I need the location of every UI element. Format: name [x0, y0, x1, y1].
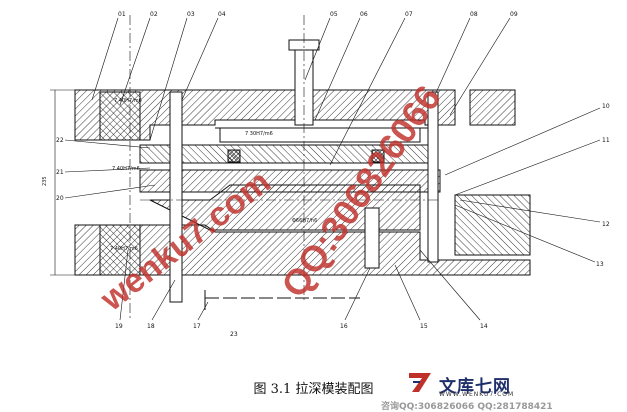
part-number: 08: [470, 11, 478, 18]
part-number: 19: [115, 323, 123, 330]
part-number: 13: [596, 261, 604, 268]
part-number: 23: [230, 331, 238, 338]
left-guide-bush: [99, 91, 141, 141]
upper-right-block: [469, 89, 516, 126]
left-post-shaft: [169, 91, 183, 303]
part-number: 20: [56, 195, 64, 202]
bottom-screw: [364, 207, 380, 269]
brand-contact: 咨询QQ:306826066 QQ:281788421: [381, 402, 553, 412]
part-number: 15: [420, 323, 428, 330]
part-number: 07: [405, 11, 413, 18]
spring-left: [227, 149, 241, 163]
part-number: 05: [330, 11, 338, 18]
dimension-text: 7 40H7/m6: [110, 246, 138, 252]
part-number: 17: [193, 323, 201, 330]
dimension-text: 7 40H7/m6: [112, 166, 140, 172]
part-number: 04: [218, 11, 226, 18]
dimension-text: Φ66H7/h6: [292, 218, 317, 224]
left-guide-post: [99, 224, 141, 276]
lower-die-base: [74, 224, 531, 276]
part-number: 01: [118, 11, 126, 18]
brand-name: 文库七网: [439, 377, 511, 397]
part-number-labels: 01 02 03 04 05 06 07 08 09 10 11 12 13 1…: [56, 11, 610, 338]
figure-caption: 图 3.1 拉深模装配图: [253, 382, 374, 397]
part-number: 02: [150, 11, 158, 18]
part-number: 16: [340, 323, 348, 330]
brand-block: 文库七网 WWW.WENKU7.COM 咨询QQ:306826066 QQ:28…: [381, 370, 621, 412]
part-number: 11: [602, 137, 610, 144]
part-number: 03: [187, 11, 195, 18]
part-number: 12: [602, 221, 610, 228]
part-number: 22: [56, 137, 64, 144]
leader-lines: [64, 17, 601, 321]
part-number: 10: [602, 103, 610, 110]
brand-url: WWW.WENKU7.COM: [439, 391, 515, 398]
dimension-text: 7 40H7/m6: [114, 98, 142, 104]
mold-body: [50, 15, 531, 320]
right-post-shaft: [427, 91, 439, 263]
part-number: 14: [480, 323, 488, 330]
seven-logo-icon: [409, 373, 431, 392]
lower-right-block: [454, 194, 531, 256]
part-number: 06: [360, 11, 368, 18]
dimension-labels: 7 40H7/m6 7 40H7/m6 7 40H7/m6 7 30H7/m6 …: [42, 98, 317, 252]
part-number: 09: [510, 11, 518, 18]
spring-right: [371, 149, 385, 163]
part-number: 18: [147, 323, 155, 330]
dimension-text: 7 30H7/m6: [245, 131, 273, 137]
part-number: 21: [56, 169, 64, 176]
overall-height-text: 235: [42, 176, 48, 186]
